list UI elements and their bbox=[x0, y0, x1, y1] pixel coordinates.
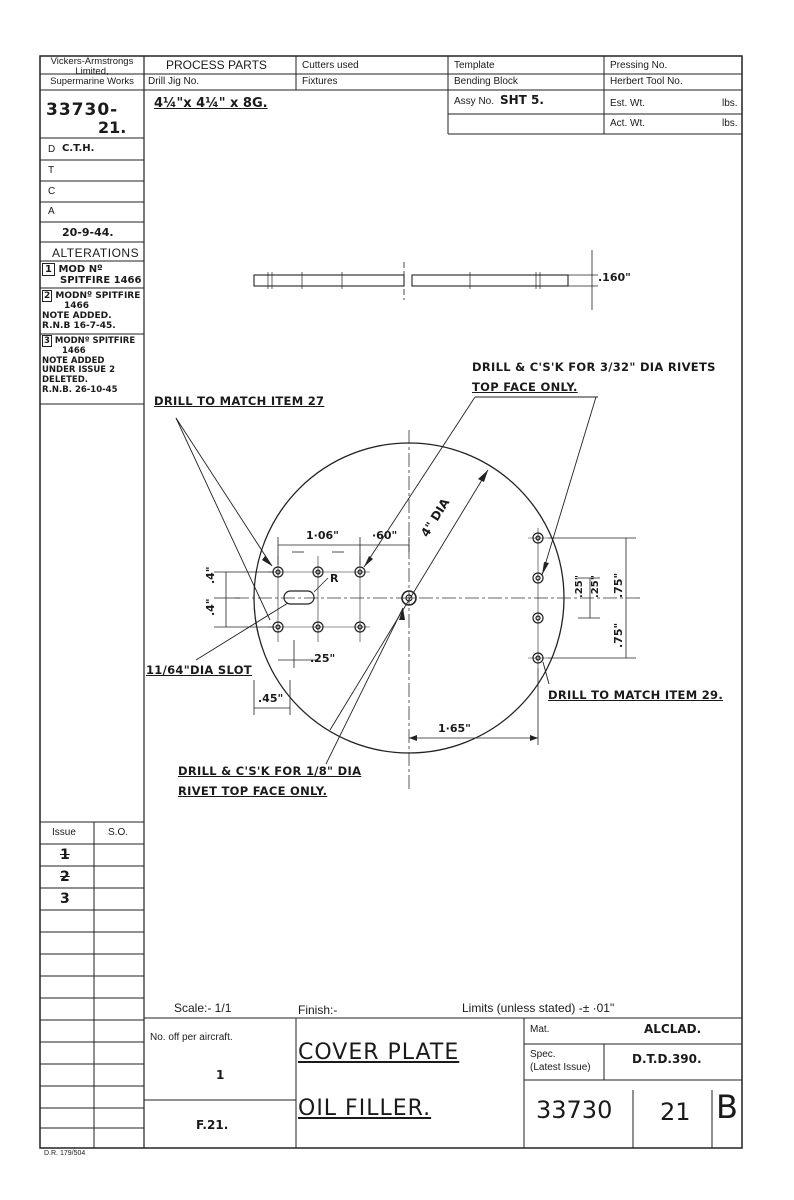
no-off-value: 1 bbox=[216, 1068, 225, 1082]
alteration-3-line-5: DELETED. bbox=[42, 375, 88, 386]
title-line-1: COVER PLATE bbox=[298, 1040, 460, 1065]
dim-1-06: 1·06" bbox=[306, 529, 339, 542]
limits-label: Limits (unless stated) -± ·01" bbox=[462, 1001, 615, 1015]
spec-sublabel: (Latest Issue) bbox=[530, 1062, 591, 1073]
alteration-1-line-2: SPITFIRE 1466 bbox=[60, 275, 142, 286]
issue-3: 3 bbox=[60, 891, 70, 907]
dim-0-60: ·60" bbox=[372, 529, 398, 542]
spec-value: D.T.D.390. bbox=[632, 1052, 702, 1066]
drawing-number: 33730- bbox=[46, 100, 119, 120]
scale-label: Scale:- 1/1 bbox=[174, 1001, 232, 1015]
drill-jig-label: Drill Jig No. bbox=[148, 76, 200, 87]
material-value: ALCLAD. bbox=[644, 1022, 702, 1036]
alteration-1-num: 1 bbox=[42, 263, 55, 276]
thickness-dimension: .160" bbox=[598, 271, 631, 284]
company-line-3: Supermarine Works bbox=[50, 76, 134, 87]
alteration-2-num: 2 bbox=[42, 290, 53, 302]
alteration-3-line-4: UNDER ISSUE 2 bbox=[42, 365, 115, 376]
finish-label: Finish:- bbox=[298, 1003, 338, 1017]
note-drill-item-29: DRILL TO MATCH ITEM 29. bbox=[548, 688, 724, 702]
alteration-3-line-1: MODNº SPITFIRE bbox=[54, 336, 136, 346]
dim-1-65: 1·65" bbox=[438, 722, 471, 735]
so-header: S.O. bbox=[108, 827, 129, 838]
act-wt-label: Act. Wt. bbox=[610, 118, 645, 129]
spec-label: Spec. bbox=[530, 1049, 556, 1060]
sign-row-d-value: C.T.H. bbox=[62, 143, 95, 154]
alteration-2: 2 MODNº SPITFIRE 1466 NOTE ADDED. R.N.B … bbox=[42, 290, 141, 331]
alteration-3-line-3: NOTE ADDED bbox=[42, 355, 105, 366]
dim-0-25-upper: .25" bbox=[574, 575, 585, 598]
form-reference: D.R. 179/504 bbox=[44, 1150, 86, 1157]
sheet-number: 21 bbox=[660, 1098, 691, 1126]
material-size: 4¼"x 4¼" x 8G. bbox=[154, 96, 268, 111]
aircraft-variant: F.21. bbox=[196, 1118, 229, 1132]
alteration-2-line-2: 1466 bbox=[64, 301, 90, 311]
note-drill-item-27: DRILL TO MATCH ITEM 27 bbox=[154, 394, 325, 408]
herbert-tool-label: Herbert Tool No. bbox=[610, 76, 683, 87]
dim-0-75-lower: .75" bbox=[612, 622, 625, 648]
company-line-1: Vickers-Armstrongs bbox=[50, 56, 134, 67]
alterations-title: ALTERATIONS bbox=[52, 246, 140, 260]
alteration-2-line-4: R.N.B 16-7-45. bbox=[42, 321, 116, 331]
alteration-2-line-3: NOTE ADDED. bbox=[42, 311, 112, 321]
alteration-3-line-2: 1466 bbox=[62, 345, 86, 356]
dim-radius: R bbox=[330, 572, 339, 585]
title-line-2: OIL FILLER. bbox=[298, 1096, 432, 1121]
bending-block-label: Bending Block bbox=[454, 76, 518, 87]
issue-header: Issue bbox=[52, 827, 76, 838]
note-csk-3-32-line-1: DRILL & C'S'K FOR 3/32" DIA RIVETS bbox=[472, 360, 716, 374]
est-wt-label: Est. Wt. bbox=[610, 98, 645, 109]
fixtures-label: Fixtures bbox=[302, 76, 338, 87]
alteration-1: 1 MOD Nº SPITFIRE 1466 bbox=[42, 263, 142, 286]
pressing-no-label: Pressing No. bbox=[610, 60, 668, 71]
dim-0-45: .45" bbox=[258, 692, 284, 705]
issue-1: 1 bbox=[60, 847, 70, 863]
alteration-2-line-1: MODNº SPITFIRE bbox=[55, 291, 141, 301]
sign-row-t-label: T bbox=[48, 165, 55, 176]
dim-0-4-upper: .4" bbox=[204, 566, 217, 584]
dim-0-75-upper: .75" bbox=[612, 572, 625, 598]
sign-row-d-label: D bbox=[48, 144, 56, 155]
alteration-1-line-1: MOD Nº bbox=[58, 264, 103, 275]
company-name: Vickers-Armstrongs Limited, Supermarine … bbox=[42, 57, 142, 87]
sign-row-a-label: A bbox=[48, 206, 55, 217]
assy-no-label: Assy No. bbox=[454, 96, 495, 107]
drawing-suffix: 21. bbox=[98, 118, 127, 137]
note-csk-1-8-line-2: RIVET TOP FACE ONLY. bbox=[178, 784, 328, 798]
material-label: Mat. bbox=[530, 1024, 550, 1035]
drawing-number-block: 33730 bbox=[536, 1096, 613, 1124]
alteration-3-line-6: R.N.B. 26-10-45 bbox=[42, 384, 118, 395]
note-csk-3-32-line-2: TOP FACE ONLY. bbox=[472, 380, 578, 394]
issue-2: 2 bbox=[60, 869, 70, 885]
company-line-2: Limited, bbox=[75, 66, 109, 77]
no-off-label: No. off per aircraft. bbox=[150, 1032, 233, 1043]
dim-0-25-lower: .25" bbox=[590, 575, 601, 598]
dim-0-25-horizontal: .25" bbox=[310, 652, 336, 665]
drawing-date: 20-9-44. bbox=[62, 226, 114, 239]
assy-no-value: SHT 5. bbox=[500, 93, 544, 107]
note-slot: 11/64"DIA SLOT bbox=[146, 663, 252, 677]
cutters-used-label: Cutters used bbox=[302, 60, 359, 71]
alteration-3: 3 MODNº SPITFIRE 1466 NOTE ADDED UNDER I… bbox=[42, 335, 136, 396]
est-wt-unit: lbs. bbox=[722, 98, 738, 109]
alteration-3-num: 3 bbox=[42, 335, 52, 347]
act-wt-unit: lbs. bbox=[722, 118, 738, 129]
dim-0-4-lower: .4" bbox=[204, 598, 217, 616]
process-parts-label: PROCESS PARTS bbox=[166, 58, 267, 72]
template-label: Template bbox=[454, 60, 495, 71]
note-csk-1-8-line-1: DRILL & C'S'K FOR 1/8" DIA bbox=[178, 764, 362, 778]
revision-letter: B bbox=[716, 1088, 738, 1126]
sign-row-c-label: C bbox=[48, 186, 56, 197]
